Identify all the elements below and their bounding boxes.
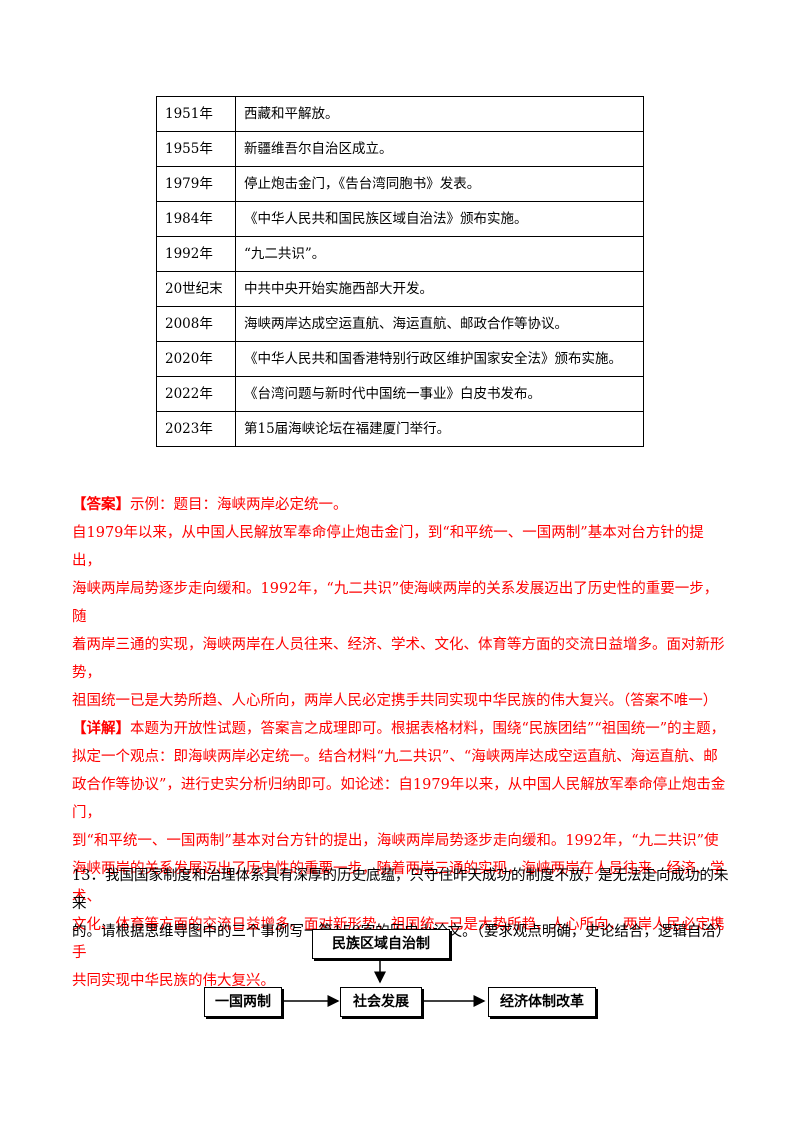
answer-section: 【答案】示例：题目：海峡两岸必定统一。 自1979年以来，从中国人民解放军奉命停… [72,491,732,995]
detail-line: 文化、体育等方面的交流日益增多。面对新形势，祖国统一已是大势所趋、人心所向，两岸… [72,917,725,961]
table-row: 1955年新疆维吾尔自治区成立。 [156,131,644,167]
year-cell: 2022年 [156,376,236,412]
detail-intro: 本题为开放性试题，答案言之成理即可。根据表格材料，围绕“民族团结”“祖国统一”的… [130,721,726,737]
year-cell: 2020年 [156,341,236,377]
timeline-table: 1951年西藏和平解放。 1955年新疆维吾尔自治区成立。 1979年停止炮击金… [156,96,644,447]
year-cell: 1979年 [156,166,236,202]
event-cell: 停止炮击金门，《告台湾同胞书》发表。 [235,166,644,202]
event-cell: “九二共识”。 [235,236,644,272]
detail-line: 政合作等协议”，进行史实分析归纳即可。如论述：自1979年以来，从中国人民解放军… [72,777,726,821]
table-row: 1951年西藏和平解放。 [156,96,644,132]
mind-map-node-right: 经济体制改革 [488,987,596,1017]
event-cell: 中共中央开始实施西部大开发。 [235,271,644,307]
table-row: 1992年“九二共识”。 [156,236,644,272]
table-row: 2020年《中华人民共和国香港特别行政区维护国家安全法》颁布实施。 [156,341,644,377]
timeline-table-body: 1951年西藏和平解放。 1955年新疆维吾尔自治区成立。 1979年停止炮击金… [156,96,644,447]
event-cell: 西藏和平解放。 [235,96,644,132]
table-row: 2023年第15届海峡论坛在福建厦门举行。 [156,411,644,447]
table-row: 1984年《中华人民共和国民族区域自治法》颁布实施。 [156,201,644,237]
question-line: 13．我国国家制度和治理体系具有深厚的历史底蕴，只守住昨天成功的制度不放，是无法… [72,868,729,912]
detail-tag: 【详解】 [72,720,130,737]
answer-summary: 示例：题目：海峡两岸必定统一。 [130,497,348,513]
detail-line: 拟定一个观点：即海峡两岸必定统一。结合材料“九二共识”、“海峡两岸达成空运直航、… [72,749,718,765]
answer-tag: 【答案】 [72,496,130,513]
year-cell: 1984年 [156,201,236,237]
answer-line: 自1979年以来，从中国人民解放军奉命停止炮击金门，到“和平统一、一国两制”基本… [72,525,704,569]
year-cell: 1992年 [156,236,236,272]
event-cell: 第15届海峡论坛在福建厦门举行。 [235,411,644,447]
year-cell: 1955年 [156,131,236,167]
year-cell: 2008年 [156,306,236,342]
mind-map-node-center: 社会发展 [340,987,422,1017]
table-row: 2022年《台湾问题与新时代中国统一事业》白皮书发布。 [156,376,644,412]
year-cell: 1951年 [156,96,236,132]
event-cell: 《中华人民共和国民族区域自治法》颁布实施。 [235,201,644,237]
mind-map-diagram: 民族区域自治制 一国两制 社会发展 经济体制改革 [190,925,610,1025]
detail-line: 到“和平统一、一国两制”基本对台方针的提出，海峡两岸局势逐步走向缓和。1992年… [72,833,719,849]
event-cell: 《台湾问题与新时代中国统一事业》白皮书发布。 [235,376,644,412]
table-row: 2008年海峡两岸达成空运直航、海运直航、邮政合作等协议。 [156,306,644,342]
event-cell: 《中华人民共和国香港特别行政区维护国家安全法》颁布实施。 [235,341,644,377]
event-cell: 新疆维吾尔自治区成立。 [235,131,644,167]
table-row: 1979年停止炮击金门，《告台湾同胞书》发表。 [156,166,644,202]
detail-line: 海峡两岸的关系发展迈出了历史性的重要一步，随着两岸三通的实现，海峡两岸在人员往来… [72,861,725,905]
answer-line: 祖国统一已是大势所趋、人心所向，两岸人民必定携手共同实现中华民族的伟大复兴。（答… [72,693,718,709]
answer-line: 着两岸三通的实现，海峡两岸在人员往来、经济、学术、文化、体育等方面的交流日益增多… [72,637,725,681]
year-cell: 2023年 [156,411,236,447]
answer-first-line: 【答案】示例：题目：海峡两岸必定统一。 [72,491,732,519]
mind-map-arrows [280,958,486,1007]
mind-map-node-top: 民族区域自治制 [312,929,450,959]
detail-first-line: 【详解】本题为开放性试题，答案言之成理即可。根据表格材料，围绕“民族团结”“祖国… [72,715,732,743]
answer-line: 海峡两岸局势逐步走向缓和。1992年，“九二共识”使海峡两岸的关系发展迈出了历史… [72,581,719,625]
year-cell: 20世纪末 [156,271,236,307]
event-cell: 海峡两岸达成空运直航、海运直航、邮政合作等协议。 [235,306,644,342]
table-row: 20世纪末中共中央开始实施西部大开发。 [156,271,644,307]
detail-line: 共同实现中华民族的伟大复兴。 [72,973,275,989]
mind-map-node-left: 一国两制 [204,987,282,1017]
